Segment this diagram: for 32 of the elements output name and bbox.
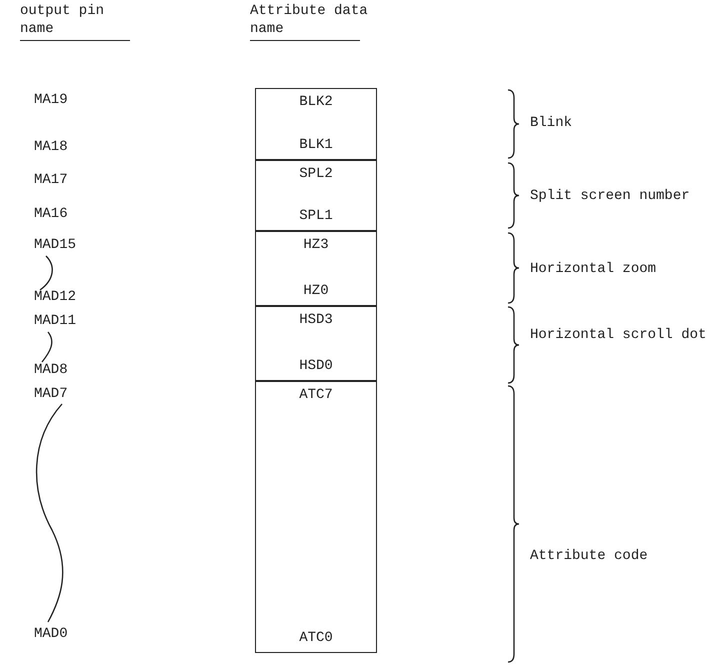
column-heading: Attribute data name <box>250 2 369 38</box>
pin-name: MAD11 <box>34 313 76 329</box>
column-heading: output pin name <box>20 2 106 38</box>
attribute-data-name: SPL2 <box>298 166 334 182</box>
pin-name: MA16 <box>34 206 68 222</box>
attribute-field-box <box>255 381 377 653</box>
attribute-data-name: HSD3 <box>298 312 334 328</box>
attribute-data-name: HSD0 <box>298 358 334 374</box>
group-label: Horizontal scroll dot <box>530 327 706 343</box>
pin-name: MA18 <box>34 139 68 155</box>
attribute-data-name: BLK2 <box>298 94 334 110</box>
group-label: Attribute code <box>530 548 648 564</box>
attribute-field-box <box>255 88 377 160</box>
attribute-data-name: ATC0 <box>298 630 334 646</box>
attribute-field-box <box>255 160 377 231</box>
pin-name: MAD12 <box>34 289 76 305</box>
group-label: Blink <box>530 115 572 131</box>
pin-name: MA19 <box>34 92 68 108</box>
pin-name: MAD15 <box>34 237 76 253</box>
attribute-field-box <box>255 306 377 381</box>
attribute-data-name: HZ0 <box>302 283 330 299</box>
group-label: Split screen number <box>530 188 690 204</box>
pin-name: MAD0 <box>34 626 68 642</box>
pin-name: MA17 <box>34 172 68 188</box>
pin-name: MAD7 <box>34 386 68 402</box>
attribute-data-name: BLK1 <box>298 137 334 153</box>
attribute-data-name: SPL1 <box>298 208 334 224</box>
attribute-data-name: ATC7 <box>298 387 334 403</box>
attribute-data-name: HZ3 <box>302 237 330 253</box>
attribute-field-box <box>255 231 377 306</box>
group-label: Horizontal zoom <box>530 261 656 277</box>
pin-name: MAD8 <box>34 362 68 378</box>
